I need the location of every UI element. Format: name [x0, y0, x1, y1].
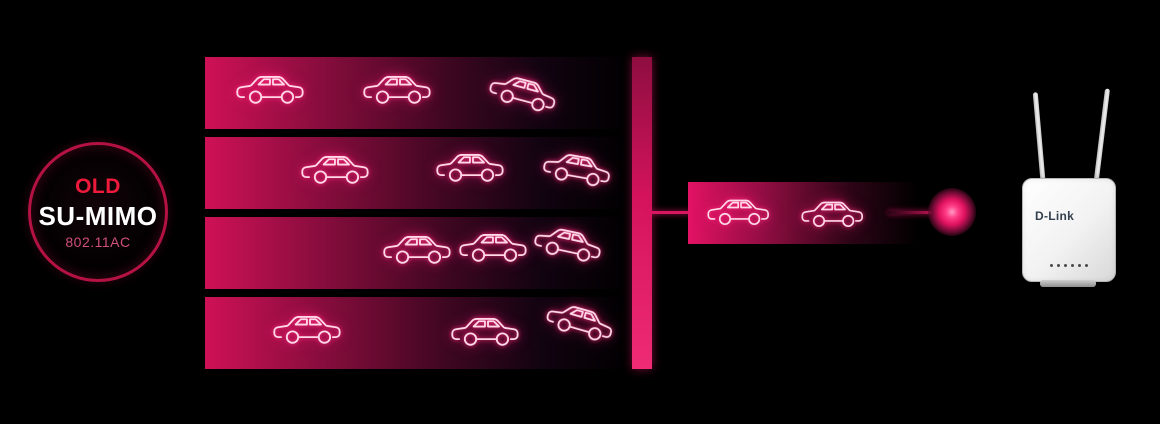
dlink-logo: D-Link: [1035, 209, 1075, 223]
access-point-device: D-Link: [1022, 178, 1116, 282]
car-icon: [272, 312, 348, 347]
access-point-base: [1040, 280, 1096, 287]
signal-dot: [928, 188, 976, 236]
car-icon: [362, 72, 438, 107]
traffic-lane-4: [205, 297, 652, 369]
car-icon: [235, 72, 311, 107]
badge-standard-label: 802.11AC: [65, 233, 131, 250]
led-dot: [1085, 264, 1088, 267]
badge-old-label: OLD: [75, 174, 121, 198]
badge-su-mimo-label: SU-MIMO: [38, 200, 158, 231]
car-icon: [300, 152, 376, 187]
old-su-mimo-badge: OLD SU-MIMO 802.11AC: [28, 142, 168, 282]
car-icon: [706, 196, 776, 228]
signal-connector-line: [888, 211, 940, 214]
car-icon: [800, 198, 870, 230]
traffic-lane-2: [205, 137, 652, 209]
led-dot: [1078, 264, 1081, 267]
car-icon: [458, 230, 534, 265]
led-dot: [1064, 264, 1067, 267]
led-dot: [1057, 264, 1060, 267]
led-dot: [1050, 264, 1053, 267]
led-dot: [1071, 264, 1074, 267]
led-indicators: [1023, 264, 1115, 267]
stream-connector-line: [650, 211, 690, 214]
car-icon: [435, 150, 511, 185]
car-icon: [382, 232, 458, 267]
traffic-lane-1: [205, 57, 652, 129]
car-icon: [450, 314, 526, 349]
lane-end-bar: [632, 57, 652, 369]
antenna-right-icon: [1093, 88, 1111, 188]
antenna-left-icon: [1032, 92, 1046, 188]
